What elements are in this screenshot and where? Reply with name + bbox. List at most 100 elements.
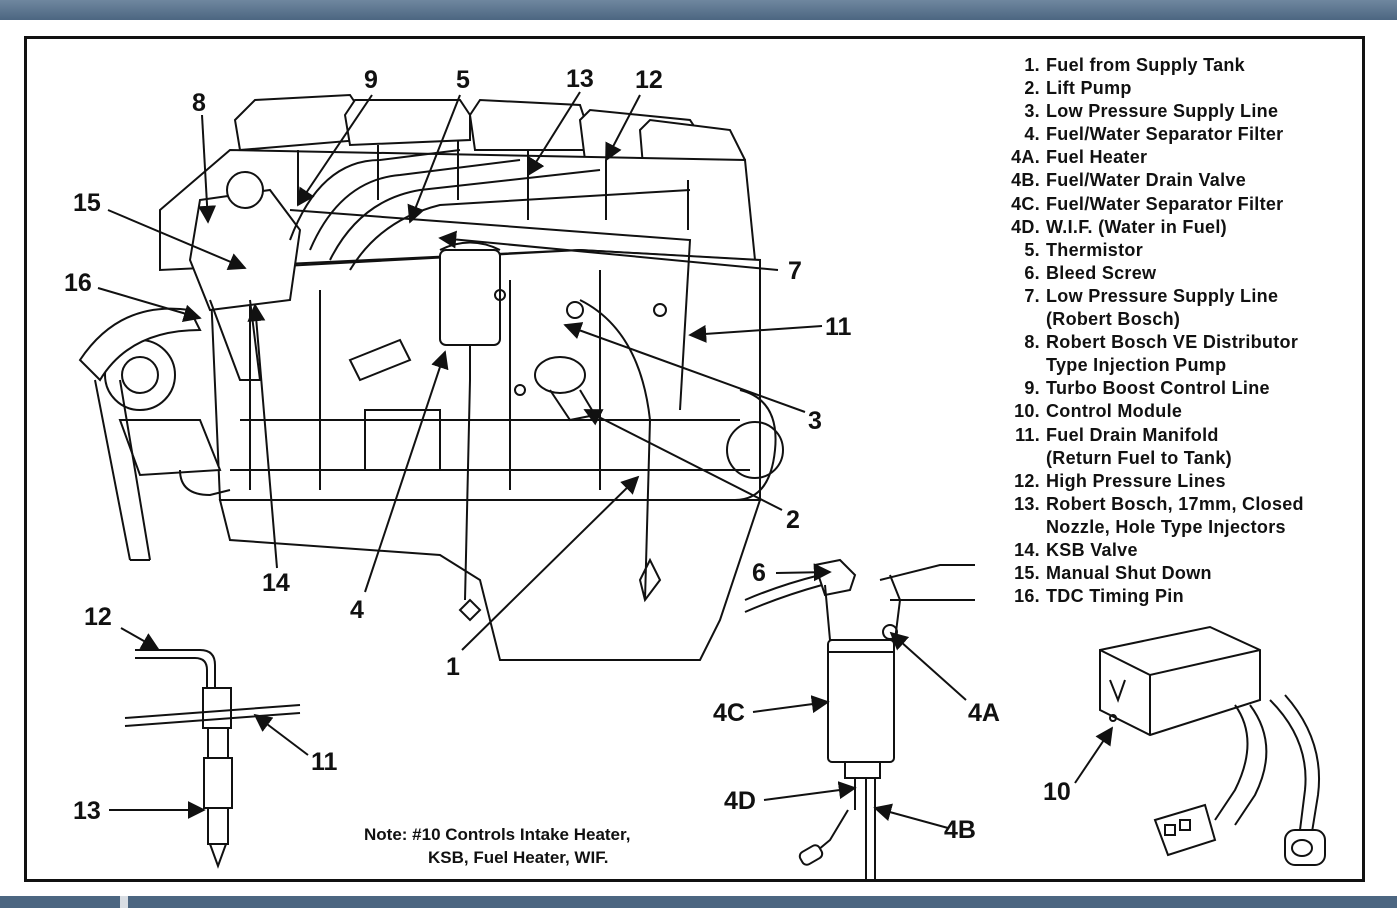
injector-illustration [124,649,301,869]
legend-item: 11. Fuel Drain Manifold(Return Fuel to Ta… [990,424,1350,470]
legend-item-line: Type Injection Pump [1046,355,1227,376]
legend-item-line: (Return Fuel to Tank) [1046,447,1232,468]
callout-6: 6 [752,559,766,587]
legend-item-line: Manual Shut Down [1046,563,1212,584]
legend-item-text: Fuel Heater [1046,146,1147,169]
callout-16: 16 [64,269,92,297]
legend-item-number: 8. [1024,332,1040,353]
legend-item-text: Turbo Boost Control Line [1046,377,1270,400]
legend-item-number: 15. [1014,563,1040,584]
legend-item-text: Low Pressure Supply Line(Robert Bosch) [1046,285,1278,331]
legend-item-line: Robert Bosch VE Distributor [1046,332,1299,353]
legend-item-number: 3. [1024,101,1040,122]
legend-item-number: 10. [1014,401,1040,422]
legend-item-number: 13. [1014,493,1040,514]
legend-item: 3. Low Pressure Supply Line [990,100,1350,123]
legend-item-line: W.I.F. (Water in Fuel) [1046,216,1227,237]
legend-item-line: Nozzle, Hole Type Injectors [1046,516,1286,537]
callout-10: 10 [1043,778,1071,806]
legend-item: 6.Bleed Screw [990,262,1350,285]
engine-illustration [78,93,784,661]
control-module-illustration [1099,625,1326,866]
legend-item-number: 1. [1024,55,1040,75]
callout-5: 5 [456,66,470,94]
callout-7: 7 [788,257,802,285]
callout-8: 8 [192,89,206,117]
legend-item-text: Low Pressure Supply Line [1046,100,1278,123]
callout-9: 9 [364,66,378,94]
legend-item-number: 9. [1024,378,1040,399]
legend-item-number: 11. [1015,424,1040,445]
legend-item-line: Low Pressure Supply Line [1046,101,1279,122]
callout-11: 11 [825,313,852,341]
legend-item-number: 4C. [1011,193,1040,214]
legend-item-line: TDC Timing Pin [1046,586,1184,607]
legend-item-text: Fuel/Water Drain Valve [1046,169,1246,192]
legend-item-line: Fuel/Water Separator Filter [1046,193,1284,214]
bottom-bar [0,896,1397,908]
legend-item-number: 2. [1024,78,1040,99]
legend-item-number: 12. [1014,470,1040,491]
legend-item: 16.TDC Timing Pin [990,585,1350,608]
legend-item-line: Fuel/Water Drain Valve [1046,170,1247,191]
legend-item-line: Fuel Heater [1046,147,1148,168]
legend-item: 4C. Fuel/Water Separator Filter [990,193,1350,216]
callout-2: 2 [786,506,800,534]
legend-item: 4B. Fuel/Water Drain Valve [990,169,1350,192]
legend-item-text: Fuel/Water Separator Filter [1046,193,1284,216]
legend-item-text: Control Module [1046,400,1182,423]
legend-item-number: 4D. [1011,216,1040,237]
top-bar [0,0,1397,20]
callout-4C: 4C [713,699,745,727]
legend-item-text: Fuel Drain Manifold(Return Fuel to Tank) [1046,424,1232,470]
legend-item: 10. Control Module [990,400,1350,423]
legend-item: 12. High Pressure Lines [990,470,1350,493]
legend-item-text: Fuel/Water Separator Filter [1046,123,1284,146]
legend-item-line: Thermistor [1046,239,1144,260]
legend-item-line: Turbo Boost Control Line [1046,378,1270,399]
legend-item: 4A. Fuel Heater [990,146,1350,169]
legend-item-line: Bleed Screw [1046,262,1157,283]
legend-item-number: 7. [1024,285,1040,306]
legend-item: 2. Lift Pump [990,77,1350,100]
legend-item-line: Lift Pump [1046,78,1132,99]
bottom-bar-notch [120,896,128,908]
legend-item: 15. Manual Shut Down [990,562,1350,585]
legend-item-text: Lift Pump [1046,77,1132,100]
callout-4D: 4D [724,787,756,815]
legend-item-text: High Pressure Lines [1046,470,1226,493]
legend-item: 9. Turbo Boost Control Line [990,377,1350,400]
legend-item-line: Robert Bosch, 17mm, Closed [1046,493,1304,514]
legend-item-line: Fuel Drain Manifold [1046,424,1219,445]
callout-4: 4 [350,596,364,624]
diagram-note: Note: #10 Controls Intake Heater, KSB, F… [364,823,630,869]
legend-item-number: 4A. [1011,147,1040,168]
filter-illustration [744,558,975,880]
legend-item-text: Bleed Screw [1046,262,1156,285]
callout-injector-11: 11 [311,748,338,776]
legend-item-line: Control Module [1046,401,1183,422]
legend-item-text: Thermistor [1046,239,1143,262]
callout-13: 13 [566,65,594,93]
diagram-frame [24,36,1365,882]
legend-item: 4D. W.I.F. (Water in Fuel) [990,216,1350,239]
legend-item-line: Low Pressure Supply Line [1046,285,1279,306]
callout-1: 1 [446,653,460,681]
legend-item: 5. Thermistor [990,239,1350,262]
callout-injector-13: 13 [73,797,101,825]
callout-injector-12: 12 [84,603,112,631]
legend-item-line: KSB Valve [1046,539,1138,560]
legend-item: 1.Fuel from Supply Tank [990,54,1350,77]
legend-item-text: W.I.F. (Water in Fuel) [1046,216,1227,239]
legend-item-line: High Pressure Lines [1046,470,1226,491]
legend-item-number: 4. [1024,124,1040,145]
legend-item-number: 5. [1024,239,1040,260]
legend-item-number: 4B. [1011,170,1040,191]
legend-item-text: KSB Valve [1046,539,1138,562]
